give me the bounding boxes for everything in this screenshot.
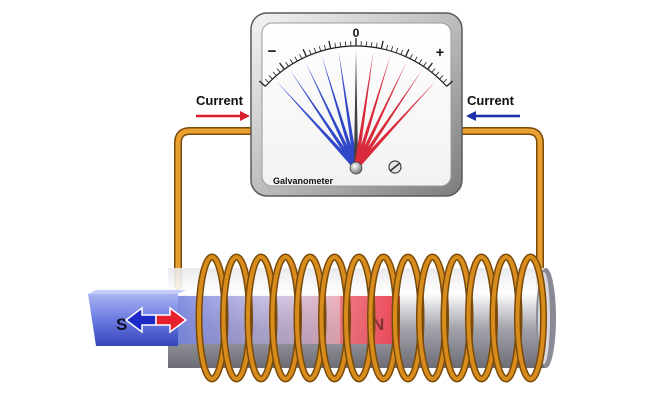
wire-coil [195,253,547,383]
scale-tick [385,44,388,50]
scale-tick [400,49,404,55]
galvanometer-needles [276,50,436,170]
coil-turn-highlight [515,255,546,381]
scale-tick [370,41,373,48]
scale-tick [435,71,440,76]
needle-positive [354,70,422,170]
scale-tick [375,42,378,48]
needle-negative [338,51,359,169]
scale-tick [409,54,413,59]
scale-tick [442,78,448,83]
current-left-group: Current [196,93,250,121]
needle-positive [354,61,407,169]
scale-tick [418,59,423,64]
scale-tick [294,56,298,62]
current-right-label: Current [467,93,515,108]
galvanometer-scale [258,38,454,87]
scale-tick [302,48,307,57]
scale-tick [272,71,277,76]
needle-positive [353,51,374,169]
scale-tick [299,54,303,59]
scale-tick [279,62,285,70]
scale-minus-label: − [268,43,277,60]
scale-tick [423,61,427,67]
scale-tick [258,80,266,87]
needle-negative [305,61,358,169]
scale-tick [324,44,327,50]
current-left-label: Current [196,93,244,108]
galvanometer: 0 − + Galvanometer [250,12,463,197]
scale-tick [431,68,436,73]
needle-pivot [349,161,363,175]
circuit-wire [174,127,544,290]
scale-tick [328,40,332,49]
needle-negative [290,70,358,170]
scale-tick [313,47,317,53]
needle-negative [321,55,359,169]
scale-plus-label: + [436,44,444,60]
scale-tick [380,40,384,49]
scale-tick [390,46,394,52]
needle-negative [276,81,358,170]
zero-adjust-screw-icon[interactable] [388,160,402,174]
scale-tick [289,59,294,64]
scale-arc [264,45,448,87]
scale-zero-label: 0 [353,26,360,40]
scale-tick [318,46,322,52]
scale-tick [395,47,399,53]
scale-tick [405,48,410,57]
scale-tick [427,62,433,70]
scale-tick [414,56,418,62]
scale-tick [334,42,337,48]
scale-tick [264,78,270,83]
needle-center [353,50,359,168]
scale-tick [308,49,312,55]
current-right-group: Current [466,93,520,121]
south-pole-label: S [116,315,127,334]
scale-tick [439,75,444,80]
magnet-motion-arrows [124,306,188,334]
current-right-arrow [466,111,520,121]
needle-positive [353,55,391,169]
current-left-arrow [196,111,250,121]
bar-magnet: S N [88,290,400,346]
scale-tick [339,41,342,48]
scale-tick [276,68,281,73]
needle-positive [354,81,436,170]
galvanometer-label: Galvanometer [273,176,334,186]
scale-tick [285,61,289,67]
scale-tick [446,80,454,87]
scale-tick [268,75,273,80]
